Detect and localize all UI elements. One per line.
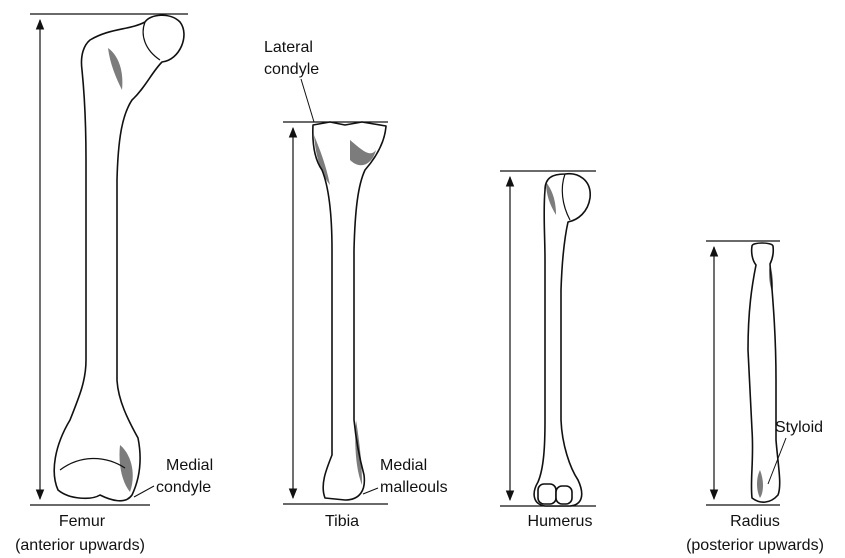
femur-medial-condyle-leader	[134, 486, 154, 497]
radius-styloid-label: Styloid	[775, 419, 823, 436]
femur-group	[30, 14, 188, 505]
humerus-trochlea	[538, 484, 556, 504]
tibia-lateral-condyle-leader	[301, 79, 314, 122]
tibia-medial-malleolus-label-line1: Medial	[380, 457, 427, 474]
femur-orientation-caption: (anterior upwards)	[15, 537, 145, 554]
femur-medial-condyle-label-line1: Medial	[166, 457, 213, 474]
radius-group	[706, 241, 780, 505]
humerus-capitulum	[556, 486, 572, 504]
tibia-medial-malleolus-label-line2: malleouls	[380, 479, 448, 496]
radius-bone	[748, 243, 780, 502]
humerus-bone	[534, 174, 590, 506]
tibia-lateral-condyle-label-line1: Lateral	[264, 39, 313, 56]
femur-medial-condyle-label-line2: condyle	[156, 479, 211, 496]
tibia-medial-malleolus-leader	[363, 488, 378, 494]
femur-bone	[54, 15, 184, 501]
humerus-group	[500, 171, 596, 506]
tibia-group	[283, 122, 388, 504]
radius-orientation-caption: (posterior upwards)	[686, 537, 824, 554]
tibia-lateral-condyle-label-line2: condyle	[264, 61, 319, 78]
humerus-name-caption: Humerus	[528, 513, 593, 530]
tibia-name-caption: Tibia	[325, 513, 359, 530]
radius-name-caption: Radius	[730, 513, 780, 530]
femur-name-caption: Femur	[59, 513, 106, 530]
tibia-bone	[313, 122, 386, 500]
